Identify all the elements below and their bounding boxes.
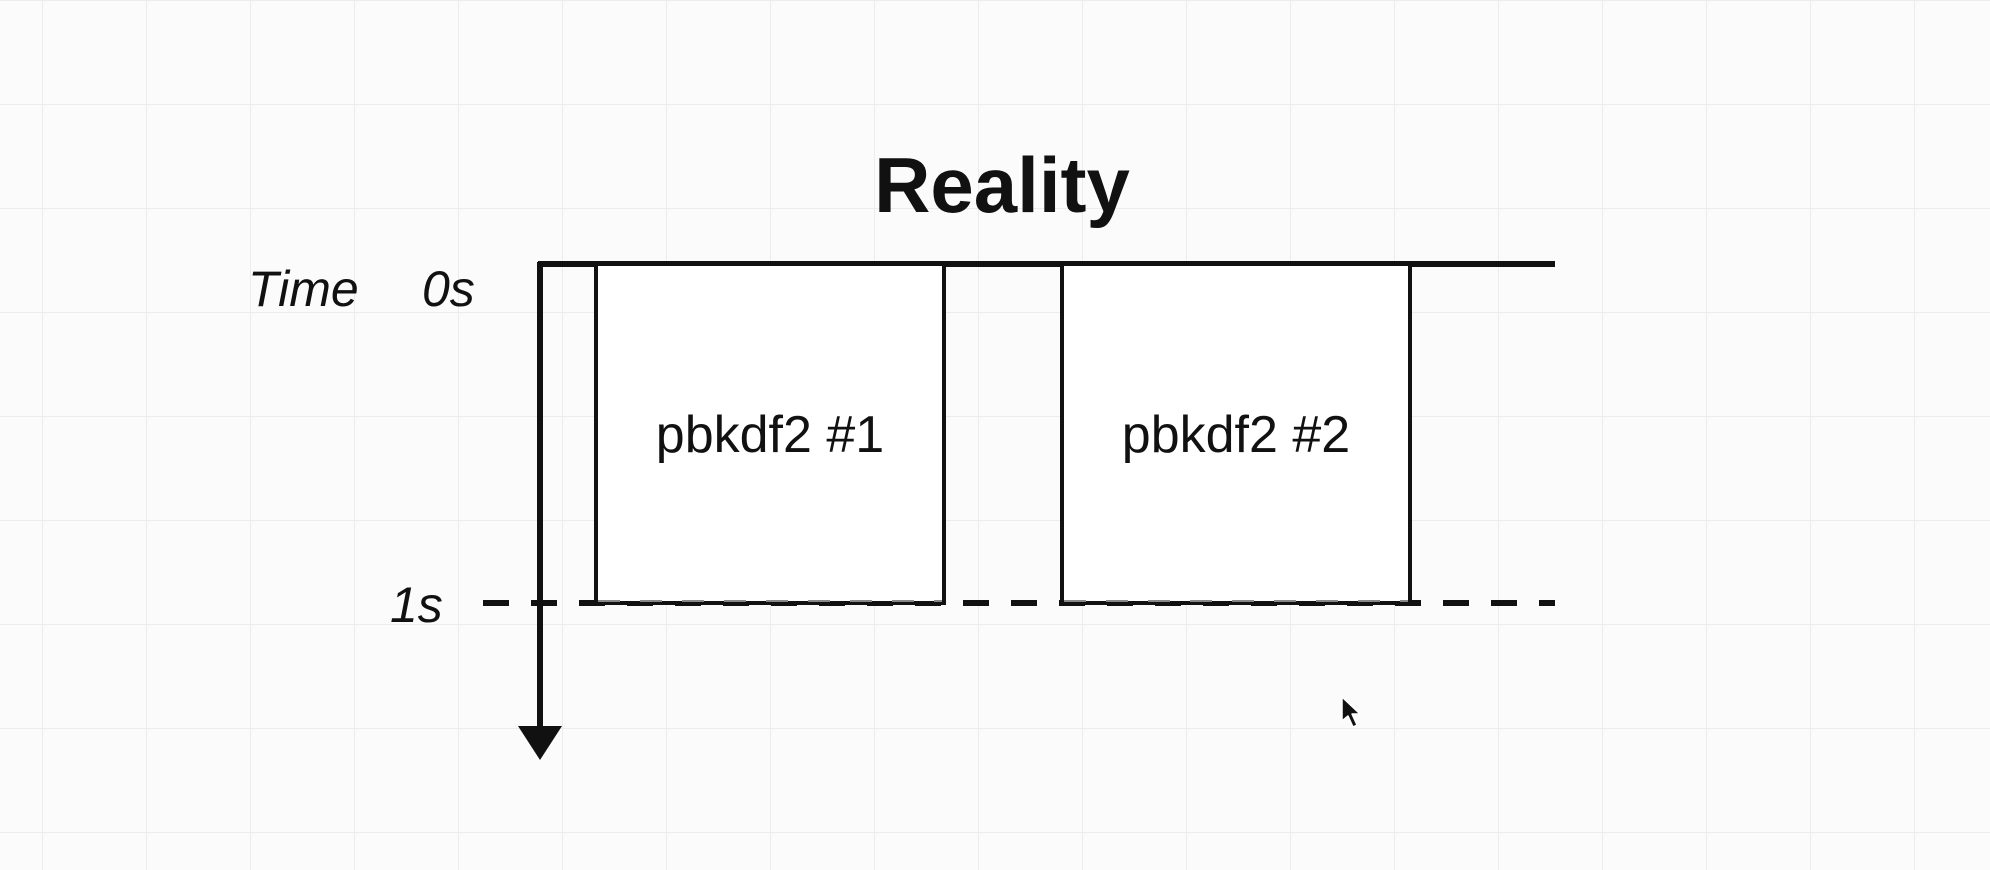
time-axis-label: Time (248, 261, 359, 317)
start-time-label: 0s (422, 261, 475, 317)
diagram-title: Reality (874, 141, 1130, 229)
task-box-1-label: pbkdf2 #1 (656, 406, 884, 464)
task-box-2: pbkdf2 #2 (1060, 262, 1412, 605)
task-box-2-rect (1060, 262, 1412, 605)
task-box-2-label: pbkdf2 #2 (1122, 406, 1350, 464)
arrow-cursor-icon (1341, 696, 1361, 728)
task-box-1: pbkdf2 #1 (594, 262, 946, 605)
task-box-1-rect (594, 262, 946, 605)
one-second-label: 1s (390, 577, 443, 633)
time-axis-arrowhead-icon (518, 726, 562, 760)
